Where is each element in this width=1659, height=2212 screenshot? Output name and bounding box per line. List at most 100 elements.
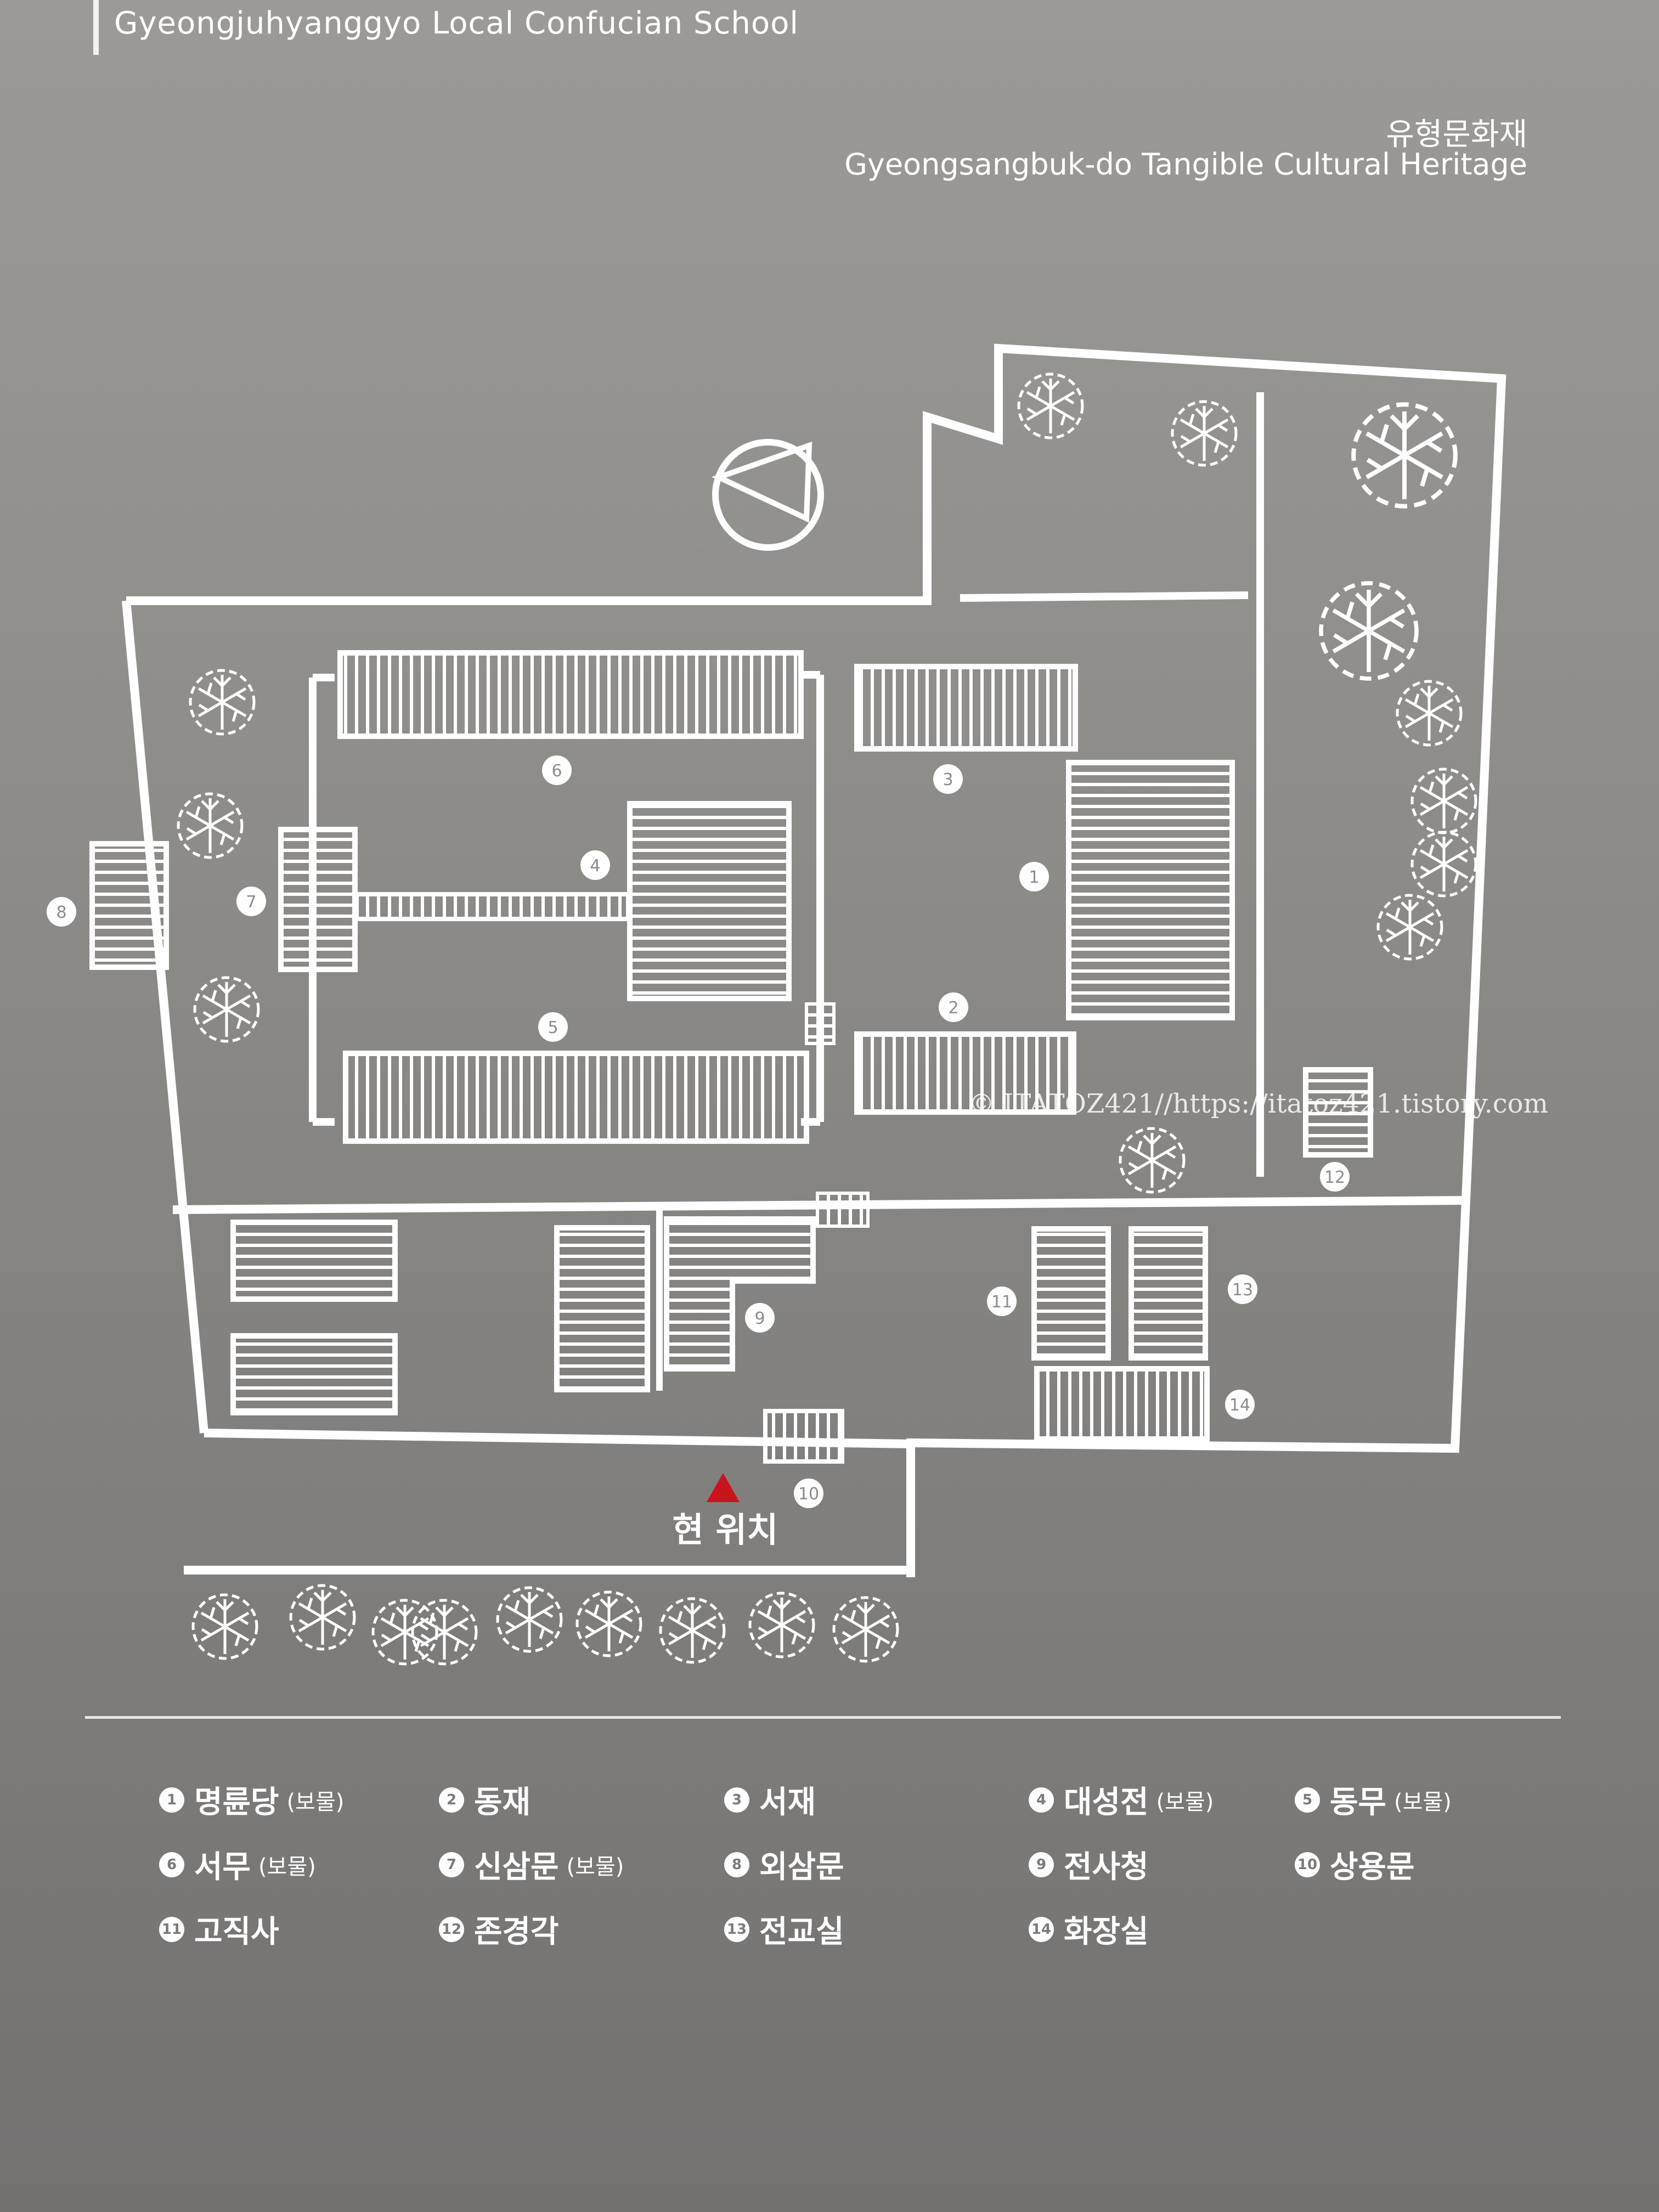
legend-item-13: 13 전교실 bbox=[724, 1907, 852, 1951]
legend-name: 서재 bbox=[759, 1785, 816, 1820]
legend-name: 상용문 bbox=[1330, 1849, 1415, 1885]
svg-text:5: 5 bbox=[548, 1018, 558, 1037]
svg-text:14: 14 bbox=[1229, 1396, 1250, 1415]
marker-4: 4 bbox=[580, 850, 610, 880]
legend-num: 11 bbox=[159, 1916, 184, 1942]
legend-name: 전사청 bbox=[1064, 1849, 1149, 1885]
legend-num: 13 bbox=[724, 1916, 749, 1942]
building-oesammun bbox=[89, 841, 169, 970]
legend-item-1: 1 명륜당 (보물) bbox=[159, 1778, 344, 1822]
building-gojiksa bbox=[1031, 1226, 1111, 1361]
legend-item-7: 7 신삼문 (보물) bbox=[439, 1842, 624, 1887]
legend-name: 동무 bbox=[1330, 1785, 1387, 1820]
marker-9: 9 bbox=[745, 1303, 775, 1333]
legend-item-2: 2 동재 bbox=[439, 1778, 538, 1822]
marker-12: 12 bbox=[1320, 1162, 1350, 1192]
svg-text:11: 11 bbox=[991, 1293, 1012, 1312]
heritage-label-english: Gyeongsangbuk-do Tangible Cultural Herit… bbox=[844, 147, 1527, 182]
legend-item-3: 3 서재 bbox=[724, 1778, 823, 1822]
building-jeonsacheong bbox=[664, 1216, 816, 1372]
school-name: Gyeongjuhyanggyo Local Confucian School bbox=[114, 5, 799, 41]
legend-name: 명륜당 bbox=[194, 1785, 279, 1820]
svg-text:12: 12 bbox=[1324, 1168, 1345, 1187]
building-jongyeonggak bbox=[1303, 1067, 1373, 1158]
legend-note: (보물) bbox=[1156, 1789, 1214, 1815]
svg-text:1: 1 bbox=[1029, 868, 1039, 887]
legend-item-10: 10 상용문 bbox=[1295, 1842, 1423, 1887]
legend-item-12: 12 존경각 bbox=[439, 1907, 567, 1951]
legend-name: 대성전 bbox=[1064, 1785, 1149, 1820]
legend-num: 14 bbox=[1029, 1916, 1054, 1942]
marker-3: 3 bbox=[933, 764, 963, 794]
marker-14: 14 bbox=[1225, 1390, 1255, 1419]
building-storage-lower bbox=[230, 1333, 398, 1415]
legend-name: 전교실 bbox=[759, 1914, 844, 1950]
legend-num: 1 bbox=[159, 1787, 184, 1813]
svg-text:10: 10 bbox=[798, 1485, 819, 1504]
legend-num: 10 bbox=[1295, 1852, 1320, 1877]
svg-text:3: 3 bbox=[943, 770, 953, 789]
north-inner-wall bbox=[960, 591, 1249, 602]
legend-note: (보물) bbox=[286, 1789, 345, 1815]
legend-num: 5 bbox=[1295, 1787, 1320, 1813]
small-gate-middle bbox=[816, 1192, 870, 1228]
shrine-walkway bbox=[354, 892, 630, 921]
legend-name: 외삼문 bbox=[759, 1849, 844, 1885]
legend-note: (보물) bbox=[566, 1854, 624, 1880]
building-myeongryundang bbox=[1066, 760, 1235, 1020]
marker-1: 1 bbox=[1019, 862, 1049, 891]
title-accent-bar bbox=[93, 0, 99, 55]
north-compass-icon bbox=[711, 439, 824, 551]
building-seojae bbox=[854, 664, 1078, 752]
svg-text:13: 13 bbox=[1232, 1280, 1253, 1300]
legend-item-8: 8 외삼문 bbox=[724, 1842, 852, 1887]
legend-item-6: 6 서무 (보물) bbox=[159, 1842, 316, 1887]
building-number-markers: 1 2 3 4 5 6 7 8 9 10 11 12 13 14 bbox=[47, 755, 1350, 1508]
marker-8: 8 bbox=[47, 897, 76, 927]
building-sinsammun bbox=[278, 827, 358, 972]
building-service-hall bbox=[554, 1225, 650, 1392]
legend-num: 8 bbox=[724, 1852, 749, 1877]
svg-text:2: 2 bbox=[948, 998, 958, 1018]
current-location-label: 현 위치 bbox=[673, 1510, 778, 1550]
svg-text:7: 7 bbox=[246, 893, 256, 912]
legend-name: 동재 bbox=[474, 1785, 531, 1820]
legend-num: 7 bbox=[439, 1852, 464, 1877]
marker-11: 11 bbox=[987, 1286, 1017, 1316]
legend-num: 2 bbox=[439, 1787, 464, 1813]
building-seomu-east bbox=[343, 1051, 809, 1144]
marker-7: 7 bbox=[236, 887, 266, 916]
legend-name: 화장실 bbox=[1064, 1914, 1149, 1950]
legend-item-14: 14 화장실 bbox=[1029, 1907, 1156, 1951]
building-jeongyosil bbox=[1128, 1226, 1208, 1361]
legend-note: (보물) bbox=[1394, 1789, 1452, 1815]
marker-6: 6 bbox=[542, 755, 572, 785]
svg-text:8: 8 bbox=[56, 903, 66, 922]
legend-num: 3 bbox=[724, 1787, 749, 1813]
small-gate-east bbox=[805, 1002, 836, 1045]
legend-num: 9 bbox=[1029, 1852, 1054, 1877]
building-dongjae bbox=[854, 1031, 1076, 1115]
svg-text:4: 4 bbox=[590, 856, 600, 876]
legend-item-11: 11 고직사 bbox=[159, 1907, 287, 1951]
legend-num: 12 bbox=[439, 1916, 464, 1942]
building-sangyongmun bbox=[763, 1409, 844, 1464]
svg-text:9: 9 bbox=[754, 1309, 765, 1328]
legend-item-5: 5 동무 (보물) bbox=[1295, 1778, 1452, 1822]
legend-name: 서무 bbox=[194, 1849, 251, 1885]
marker-2: 2 bbox=[939, 992, 968, 1022]
site-map: 1 2 3 4 5 6 7 8 9 10 11 12 13 14 현 위치 © … bbox=[47, 343, 1548, 1701]
marker-13: 13 bbox=[1228, 1274, 1257, 1304]
legend-name: 존경각 bbox=[474, 1914, 559, 1950]
watermark: © ITATOZ421//https://itatoz421.tistory.c… bbox=[968, 1088, 1548, 1119]
current-location-marker-icon bbox=[707, 1473, 740, 1502]
legend-name: 신삼문 bbox=[474, 1849, 559, 1885]
marker-5: 5 bbox=[538, 1012, 568, 1042]
legend-divider bbox=[85, 1716, 1561, 1719]
building-storage-upper bbox=[230, 1220, 398, 1302]
legend-note: (보물) bbox=[258, 1854, 316, 1880]
legend-name: 고직사 bbox=[194, 1914, 279, 1950]
legend-num: 6 bbox=[159, 1852, 184, 1877]
outer-wall bbox=[122, 343, 1506, 1577]
